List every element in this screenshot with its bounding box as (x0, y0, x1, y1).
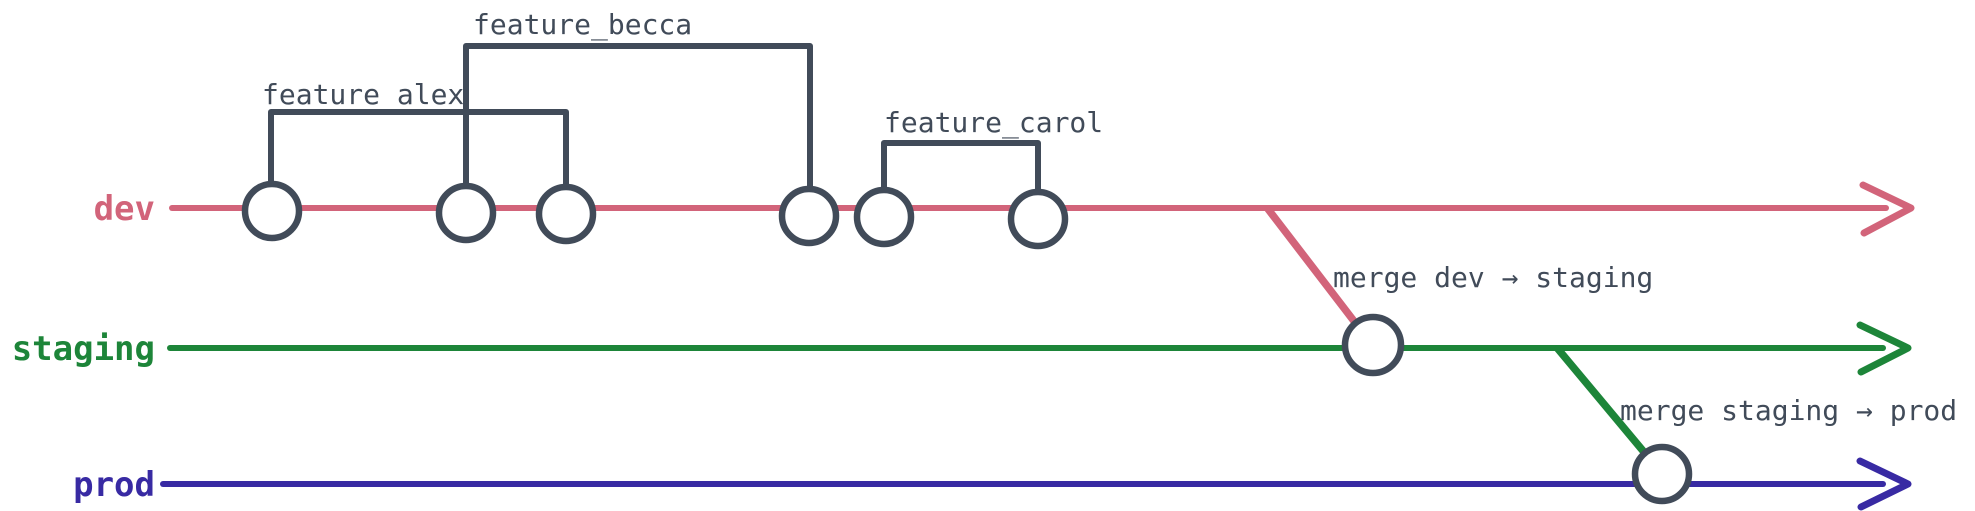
merge-dev-to-staging: merge dev → staging (1264, 205, 1653, 346)
merge-commits (1341, 313, 1693, 505)
dev-commit-2 (435, 182, 497, 244)
feature-carol-label: feature_carol (884, 106, 1103, 140)
staging-arrowhead-icon (1856, 321, 1912, 376)
feature-alex-bracket (268, 109, 569, 192)
dev-commit-3 (535, 183, 597, 245)
dev-commit-4 (778, 185, 840, 247)
feature-becca-label: feature_becca (473, 8, 692, 42)
branch-staging: staging (12, 321, 1912, 376)
merge-staging-to-prod: merge staging → prod (1554, 345, 1957, 474)
staging-merge-commit (1341, 313, 1405, 377)
feature-becca-bracket (463, 43, 813, 194)
prod-arrowhead-icon (1856, 457, 1912, 511)
feature-carol-bracket (881, 140, 1041, 197)
merge-staging-prod-diagonal (1554, 345, 1663, 474)
merge-dev-staging-diagonal (1264, 205, 1374, 346)
feature-alex-label: feature_alex (262, 78, 464, 112)
dev-branch-label: dev (94, 189, 155, 229)
branch-prod: prod (73, 457, 1912, 511)
prod-merge-commit (1631, 443, 1693, 505)
dev-commit-5 (853, 186, 915, 248)
dev-arrowhead-icon (1859, 181, 1915, 237)
staging-branch-label: staging (12, 329, 155, 369)
dev-commit-1 (241, 180, 303, 242)
merge-dev-staging-label: merge dev → staging (1333, 261, 1653, 294)
dev-commit-6 (1007, 188, 1069, 250)
merge-staging-prod-label: merge staging → prod (1620, 394, 1957, 427)
prod-branch-label: prod (73, 465, 155, 505)
dev-commits (241, 180, 1069, 250)
feature-brackets: feature_alex feature_becca feature_carol (262, 8, 1103, 197)
